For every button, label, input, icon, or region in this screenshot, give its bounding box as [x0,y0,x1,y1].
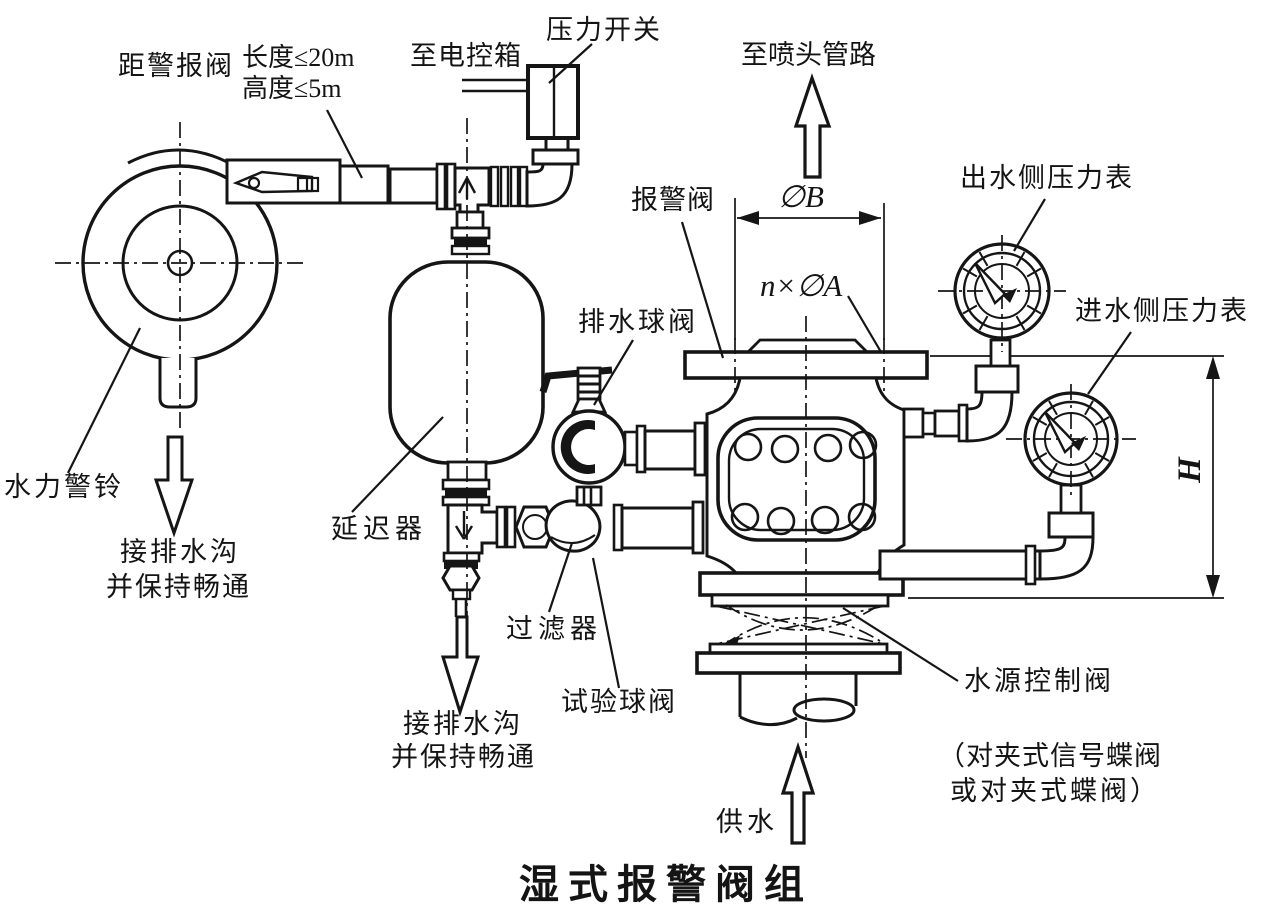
label-source-control-valve: 水源控制阀 [964,666,1114,696]
label-drain-note-1-line1: 接排水沟 [120,537,240,567]
label-delay-device: 延迟器 [331,514,427,544]
label-length-limit: 长度≤20m [242,43,355,72]
elbow-to-switch [525,162,574,208]
label-height-limit: 高度≤5m [242,74,342,103]
outlet-gauge-piping [902,338,1020,443]
label-dim-n-phi-a: n×∅A [760,268,843,303]
alarm-valve-bottom-flange [698,571,905,597]
pressure-switch-box [462,64,580,140]
drain-arrow-left [153,435,195,538]
label-drain-note-2-line2: 并保持畅通 [391,742,536,772]
label-test-ball-valve: 试验球阀 [561,687,677,717]
inlet-gauge-piping [878,483,1095,586]
drain-arrow-center [440,615,481,717]
label-drain-note-2-line1: 接排水沟 [403,709,523,739]
h-dimension-extension-lines [908,355,1224,599]
label-pressure-switch: 压力开关 [546,15,662,45]
to-sprinkler-arrow [793,73,832,179]
label-to-sprinkler-pipe: 至喷头管路 [741,40,876,70]
label-water-alarm-bell: 水力警铃 [4,472,124,502]
label-dim-h: H [1171,457,1208,483]
label-outlet-gauge: 出水侧压力表 [960,163,1134,193]
water-supply-arrow [780,741,816,845]
outlet-pressure-gauge [938,235,1066,352]
label-to-control-box: 至电控箱 [410,41,522,71]
label-inlet-gauge: 进水侧压力表 [1075,296,1249,326]
diagram-title: 湿式报警阀组 [519,862,813,907]
label-wafer-note-line1: （对夹式信号蝶阀 [938,741,1162,771]
label-drain-ball-valve: 排水球阀 [578,307,698,337]
label-wafer-note-line2: 或对夹式蝶阀） [950,776,1160,806]
label-filter: 过滤器 [506,614,602,644]
label-distance-to-alarm-valve: 距警报阀 [118,51,234,81]
dimension-phi-b [734,198,885,394]
inlet-pressure-gauge [1006,384,1136,498]
test-line [495,485,705,555]
source-control-valve [695,593,902,845]
label-drain-note-1-line2: 并保持畅通 [106,572,251,602]
dimension-h [1206,356,1220,598]
gauge-needle [973,262,1007,305]
gauge-needle [1043,411,1077,454]
alarm-bell-arm [225,158,342,205]
centerlines [55,118,807,758]
label-dim-phi-b: ∅B [778,179,824,214]
alarm-pipe-run [338,134,580,214]
label-alarm-valve: 报警阀 [631,185,715,215]
leader-lines [67,43,1132,689]
label-water-supply: 供水 [716,807,778,837]
drain-ball-valve-assembly [539,366,707,485]
